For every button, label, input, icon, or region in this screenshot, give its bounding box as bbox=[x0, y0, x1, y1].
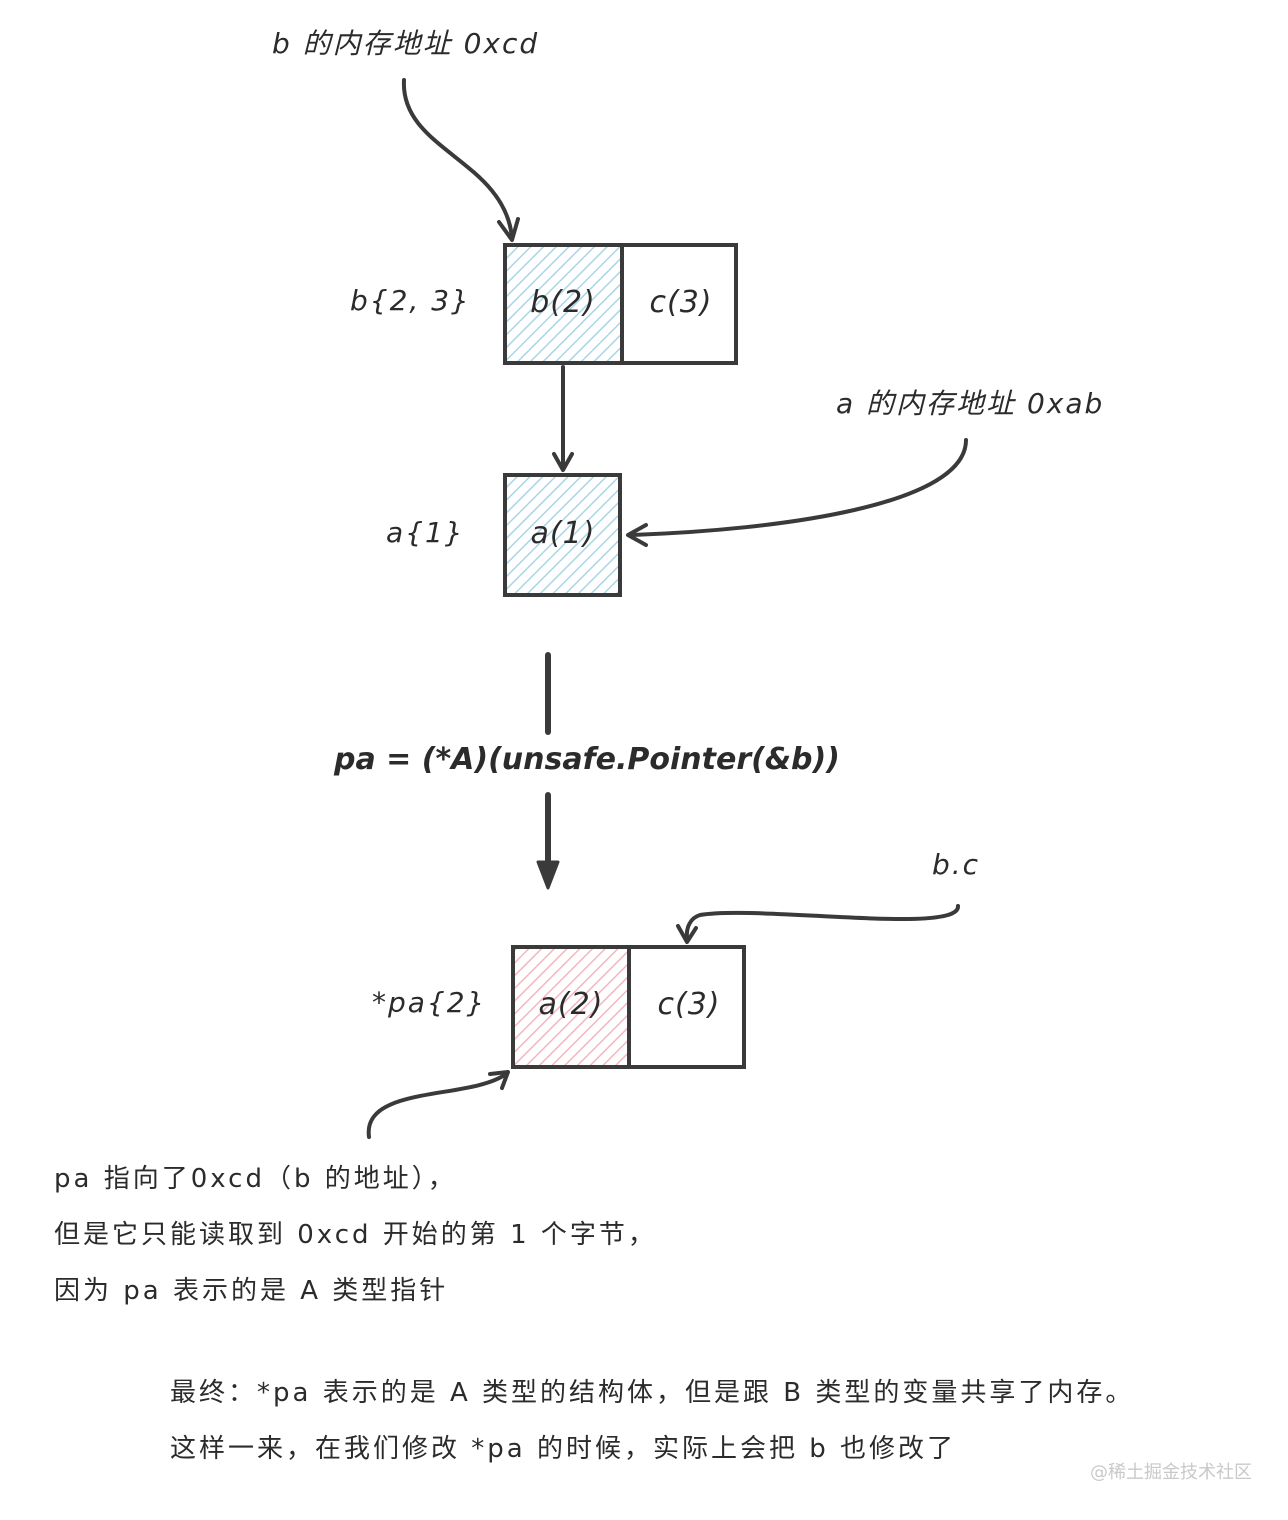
pa-cell-a-text: a(2) bbox=[539, 987, 604, 1022]
a-cell-a-text: a(1) bbox=[531, 516, 596, 551]
pa-note-line-2: 但是它只能读取到 0xcd 开始的第 1 个字节， bbox=[54, 1220, 657, 1250]
b-cell-c bbox=[620, 243, 738, 365]
pa-note-line-3: 因为 pa 表示的是 A 类型指针 bbox=[54, 1276, 449, 1306]
b-cell-b-text: b(2) bbox=[530, 285, 596, 320]
a-address-arrow bbox=[628, 438, 968, 537]
conclusion-line-2: 这样一来，在我们修改 *pa 的时候，实际上会把 b 也修改了 bbox=[170, 1434, 956, 1464]
bc-arrowhead bbox=[676, 924, 698, 944]
b-cell-c-text: c(3) bbox=[650, 285, 713, 320]
pa-struct-label: *pa{2} bbox=[372, 986, 487, 1019]
a-struct-label: a{1} bbox=[386, 516, 465, 549]
pa-cell-a bbox=[511, 945, 631, 1069]
conversion-expression: pa = (*A)(unsafe.Pointer(&b)) bbox=[334, 742, 840, 777]
conversion-arrowhead bbox=[536, 860, 560, 890]
pa-note-arrow bbox=[366, 1072, 508, 1139]
pa-cell-c bbox=[627, 945, 746, 1069]
b-address-arrow bbox=[401, 78, 514, 240]
bc-arrow bbox=[684, 904, 961, 940]
b-address-label: b 的内存地址 0xcd bbox=[272, 27, 540, 60]
pa-cell-c-text: c(3) bbox=[658, 987, 721, 1022]
a-cell-a bbox=[503, 473, 622, 597]
conclusion-line-1: 最终：*pa 表示的是 A 类型的结构体，但是跟 B 类型的变量共享了内存。 bbox=[170, 1378, 1135, 1408]
pa-note-arrowhead bbox=[488, 1070, 510, 1090]
b-struct-label: b{2, 3} bbox=[350, 284, 471, 317]
watermark: @稀土掘金技术社区 bbox=[1090, 1462, 1252, 1483]
pa-note-line-1: pa 指向了0xcd（b 的地址）， bbox=[54, 1164, 457, 1194]
b-to-a-arrowhead bbox=[552, 452, 574, 472]
b-address-arrowhead bbox=[497, 217, 520, 242]
b-cell-b bbox=[503, 243, 624, 365]
a-address-label: a 的内存地址 0xab bbox=[836, 387, 1105, 420]
a-address-arrowhead bbox=[626, 523, 648, 547]
bc-pointer-label: b.c bbox=[932, 848, 981, 881]
